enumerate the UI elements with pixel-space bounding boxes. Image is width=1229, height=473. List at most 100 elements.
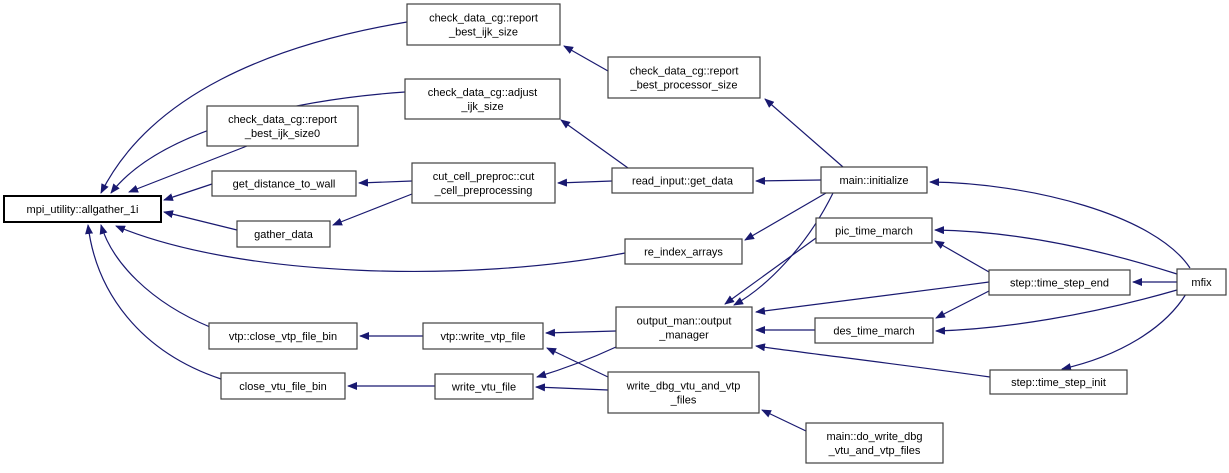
node-report_best_ijk_size0[interactable]: check_data_cg::report_best_ijk_size0 [206,105,359,147]
node-des_time_march[interactable]: des_time_march [814,317,934,344]
node-output_manager[interactable]: output_man::output_manager [615,306,753,349]
node-box-adjust_ijk_size[interactable] [404,78,561,120]
node-box-report_best_ijk_size[interactable] [406,3,561,46]
edge-mfix-to-des_time_march [935,289,1178,335]
edge-mfix-to-step_time_step_init [1061,293,1187,371]
node-main_do_write_dbg[interactable]: main::do_write_dbg_vtu_and_vtp_files [805,422,944,464]
edge-report_best_processor_size-to-report_best_ijk_size [563,45,609,72]
node-label-gather_data: gather_data [254,229,314,241]
node-gather_data[interactable]: gather_data [236,220,331,248]
node-re_index_arrays[interactable]: re_index_arrays [624,238,743,265]
edge-output_manager-to-vtp_write_vtp_file [545,328,617,337]
node-layer: mpi_utility::allgather_1i check_data_cg::… [3,3,1227,464]
edge-read_input_get_data-to-cut_cell_preprocessing [557,178,613,187]
node-box-cut_cell_preprocessing[interactable] [411,162,556,204]
node-box-pic_time_march[interactable] [815,217,933,244]
node-vtp_write_vtp_file[interactable]: vtp::write_vtp_file [422,322,544,350]
node-label-write_vtu_file: write_vtu_file [451,382,516,394]
edge-get_distance_to_wall-to-allgather [163,183,213,201]
edge-close_vtu_file_bin-to-allgather [85,224,222,380]
edge-main_initialize-to-output_manager [733,192,834,306]
node-label-vtp_write_vtp_file: vtp::write_vtp_file [441,331,526,343]
node-get_distance_to_wall[interactable]: get_distance_to_wall [211,170,357,197]
edge-main_do_write_dbg-to-write_dbg_vtu_and_vtp_files [761,409,807,432]
node-label-step_time_step_init: step::time_step_init [1011,377,1106,389]
node-mfix[interactable]: mfix [1176,268,1227,296]
node-pic_time_march[interactable]: pic_time_march [815,217,933,244]
node-write_vtu_file[interactable]: write_vtu_file [434,373,534,400]
node-box-read_input_get_data[interactable] [611,167,754,194]
node-label-des_time_march: des_time_march [833,326,914,338]
edge-vtp_close_vtp_file_bin-to-allgather [99,224,211,328]
node-box-output_manager[interactable] [615,306,753,349]
node-step_time_step_end[interactable]: step::time_step_end [988,269,1131,296]
node-box-get_distance_to_wall[interactable] [211,170,357,197]
node-box-mfix[interactable] [1176,268,1227,296]
edge-main_initialize-to-read_input_get_data [755,176,822,185]
node-label-report_best_ijk_size0: check_data_cg::report_best_ijk_size0 [228,114,337,140]
edge-re_index_arrays-to-allgather [115,225,626,273]
edge-report_best_ijk_size-to-allgather [100,21,408,194]
node-vtp_close_vtp_file_bin[interactable]: vtp::close_vtp_file_bin [208,322,358,350]
node-label-read_input_get_data: read_input::get_data [632,176,734,188]
node-label-close_vtu_file_bin: close_vtu_file_bin [239,381,326,393]
node-label-get_distance_to_wall: get_distance_to_wall [233,179,336,191]
node-label-mfix: mfix [1191,277,1212,289]
node-label-report_best_processor_size: check_data_cg::report_best_processor_siz… [629,66,738,92]
edge-read_input_get_data-to-adjust_ijk_size [560,119,629,169]
node-box-report_best_processor_size[interactable] [607,56,761,99]
node-box-write_dbg_vtu_and_vtp_files[interactable] [607,371,760,414]
edge-report_best_ijk_size0-to-allgather [128,145,248,193]
node-label-pic_time_march: pic_time_march [835,226,913,238]
edge-step_time_step_init-to-output_manager [755,343,991,378]
node-label-step_time_step_end: step::time_step_end [1010,278,1109,290]
node-label-report_best_ijk_size: check_data_cg::report_best_ijk_size [429,13,538,39]
node-step_time_step_init[interactable]: step::time_step_init [989,369,1128,395]
edge-pic_time_march-to-output_manager [724,237,817,305]
node-box-allgather [3,195,162,223]
node-box-write_vtu_file[interactable] [434,373,534,400]
node-box-close_vtu_file_bin[interactable] [220,372,346,400]
node-box-main_initialize[interactable] [820,166,928,194]
node-label-vtp_close_vtp_file_bin: vtp::close_vtp_file_bin [229,331,337,343]
edge-layer [85,21,1191,432]
edge-step_time_step_end-to-pic_time_march [934,240,990,273]
edge-write_dbg_vtu_and_vtp_files-to-write_vtu_file [535,383,609,392]
node-report_best_ijk_size[interactable]: check_data_cg::report_best_ijk_size [406,3,561,46]
node-label-re_index_arrays: re_index_arrays [644,247,723,259]
edge-mfix-to-main_initialize [929,178,1191,269]
node-label-write_dbg_vtu_and_vtp_files: write_dbg_vtu_and_vtp_files [626,381,741,407]
node-label-main_do_write_dbg: main::do_write_dbg_vtu_and_vtp_files [826,431,922,457]
node-box-step_time_step_end[interactable] [988,269,1131,296]
node-allgather: mpi_utility::allgather_1i [3,195,162,223]
node-label-cut_cell_preprocessing: cut_cell_preproc::cut_cell_preprocessing [433,171,535,197]
edge-step_time_step_end-to-des_time_march [935,290,990,319]
node-box-des_time_march[interactable] [814,317,934,344]
node-adjust_ijk_size[interactable]: check_data_cg::adjust_ijk_size [404,78,561,120]
node-box-vtp_close_vtp_file_bin[interactable] [208,322,358,350]
node-label-allgather: mpi_utility::allgather_1i [27,204,139,216]
node-read_input_get_data[interactable]: read_input::get_data [611,167,754,194]
edge-main_initialize-to-re_index_arrays [744,192,827,241]
node-cut_cell_preprocessing[interactable]: cut_cell_preproc::cut_cell_preprocessing [411,162,556,204]
edge-step_time_step_end-to-output_manager [755,281,990,315]
edge-cut_cell_preprocessing-to-gather_data [332,193,413,226]
node-label-output_manager: output_man::output_manager [637,316,732,342]
node-box-gather_data[interactable] [236,220,331,248]
node-write_dbg_vtu_and_vtp_files[interactable]: write_dbg_vtu_and_vtp_files [607,371,760,414]
node-box-step_time_step_init[interactable] [989,369,1128,395]
edge-write_dbg_vtu_and_vtp_files-to-vtp_write_vtp_file [546,347,609,378]
node-box-re_index_arrays[interactable] [624,238,743,265]
edge-main_initialize-to-report_best_processor_size [764,98,844,168]
node-main_initialize[interactable]: main::initialize [820,166,928,194]
edge-cut_cell_preprocessing-to-get_distance_to_wall [358,178,413,187]
node-report_best_processor_size[interactable]: check_data_cg::report_best_processor_siz… [607,56,761,99]
node-box-report_best_ijk_size0[interactable] [206,105,359,147]
node-box-vtp_write_vtp_file[interactable] [422,322,544,350]
node-box-main_do_write_dbg[interactable] [805,422,944,464]
node-close_vtu_file_bin[interactable]: close_vtu_file_bin [220,372,346,400]
edge-mfix-to-pic_time_march [934,226,1178,275]
edge-output_manager-to-write_vtu_file [536,346,617,379]
